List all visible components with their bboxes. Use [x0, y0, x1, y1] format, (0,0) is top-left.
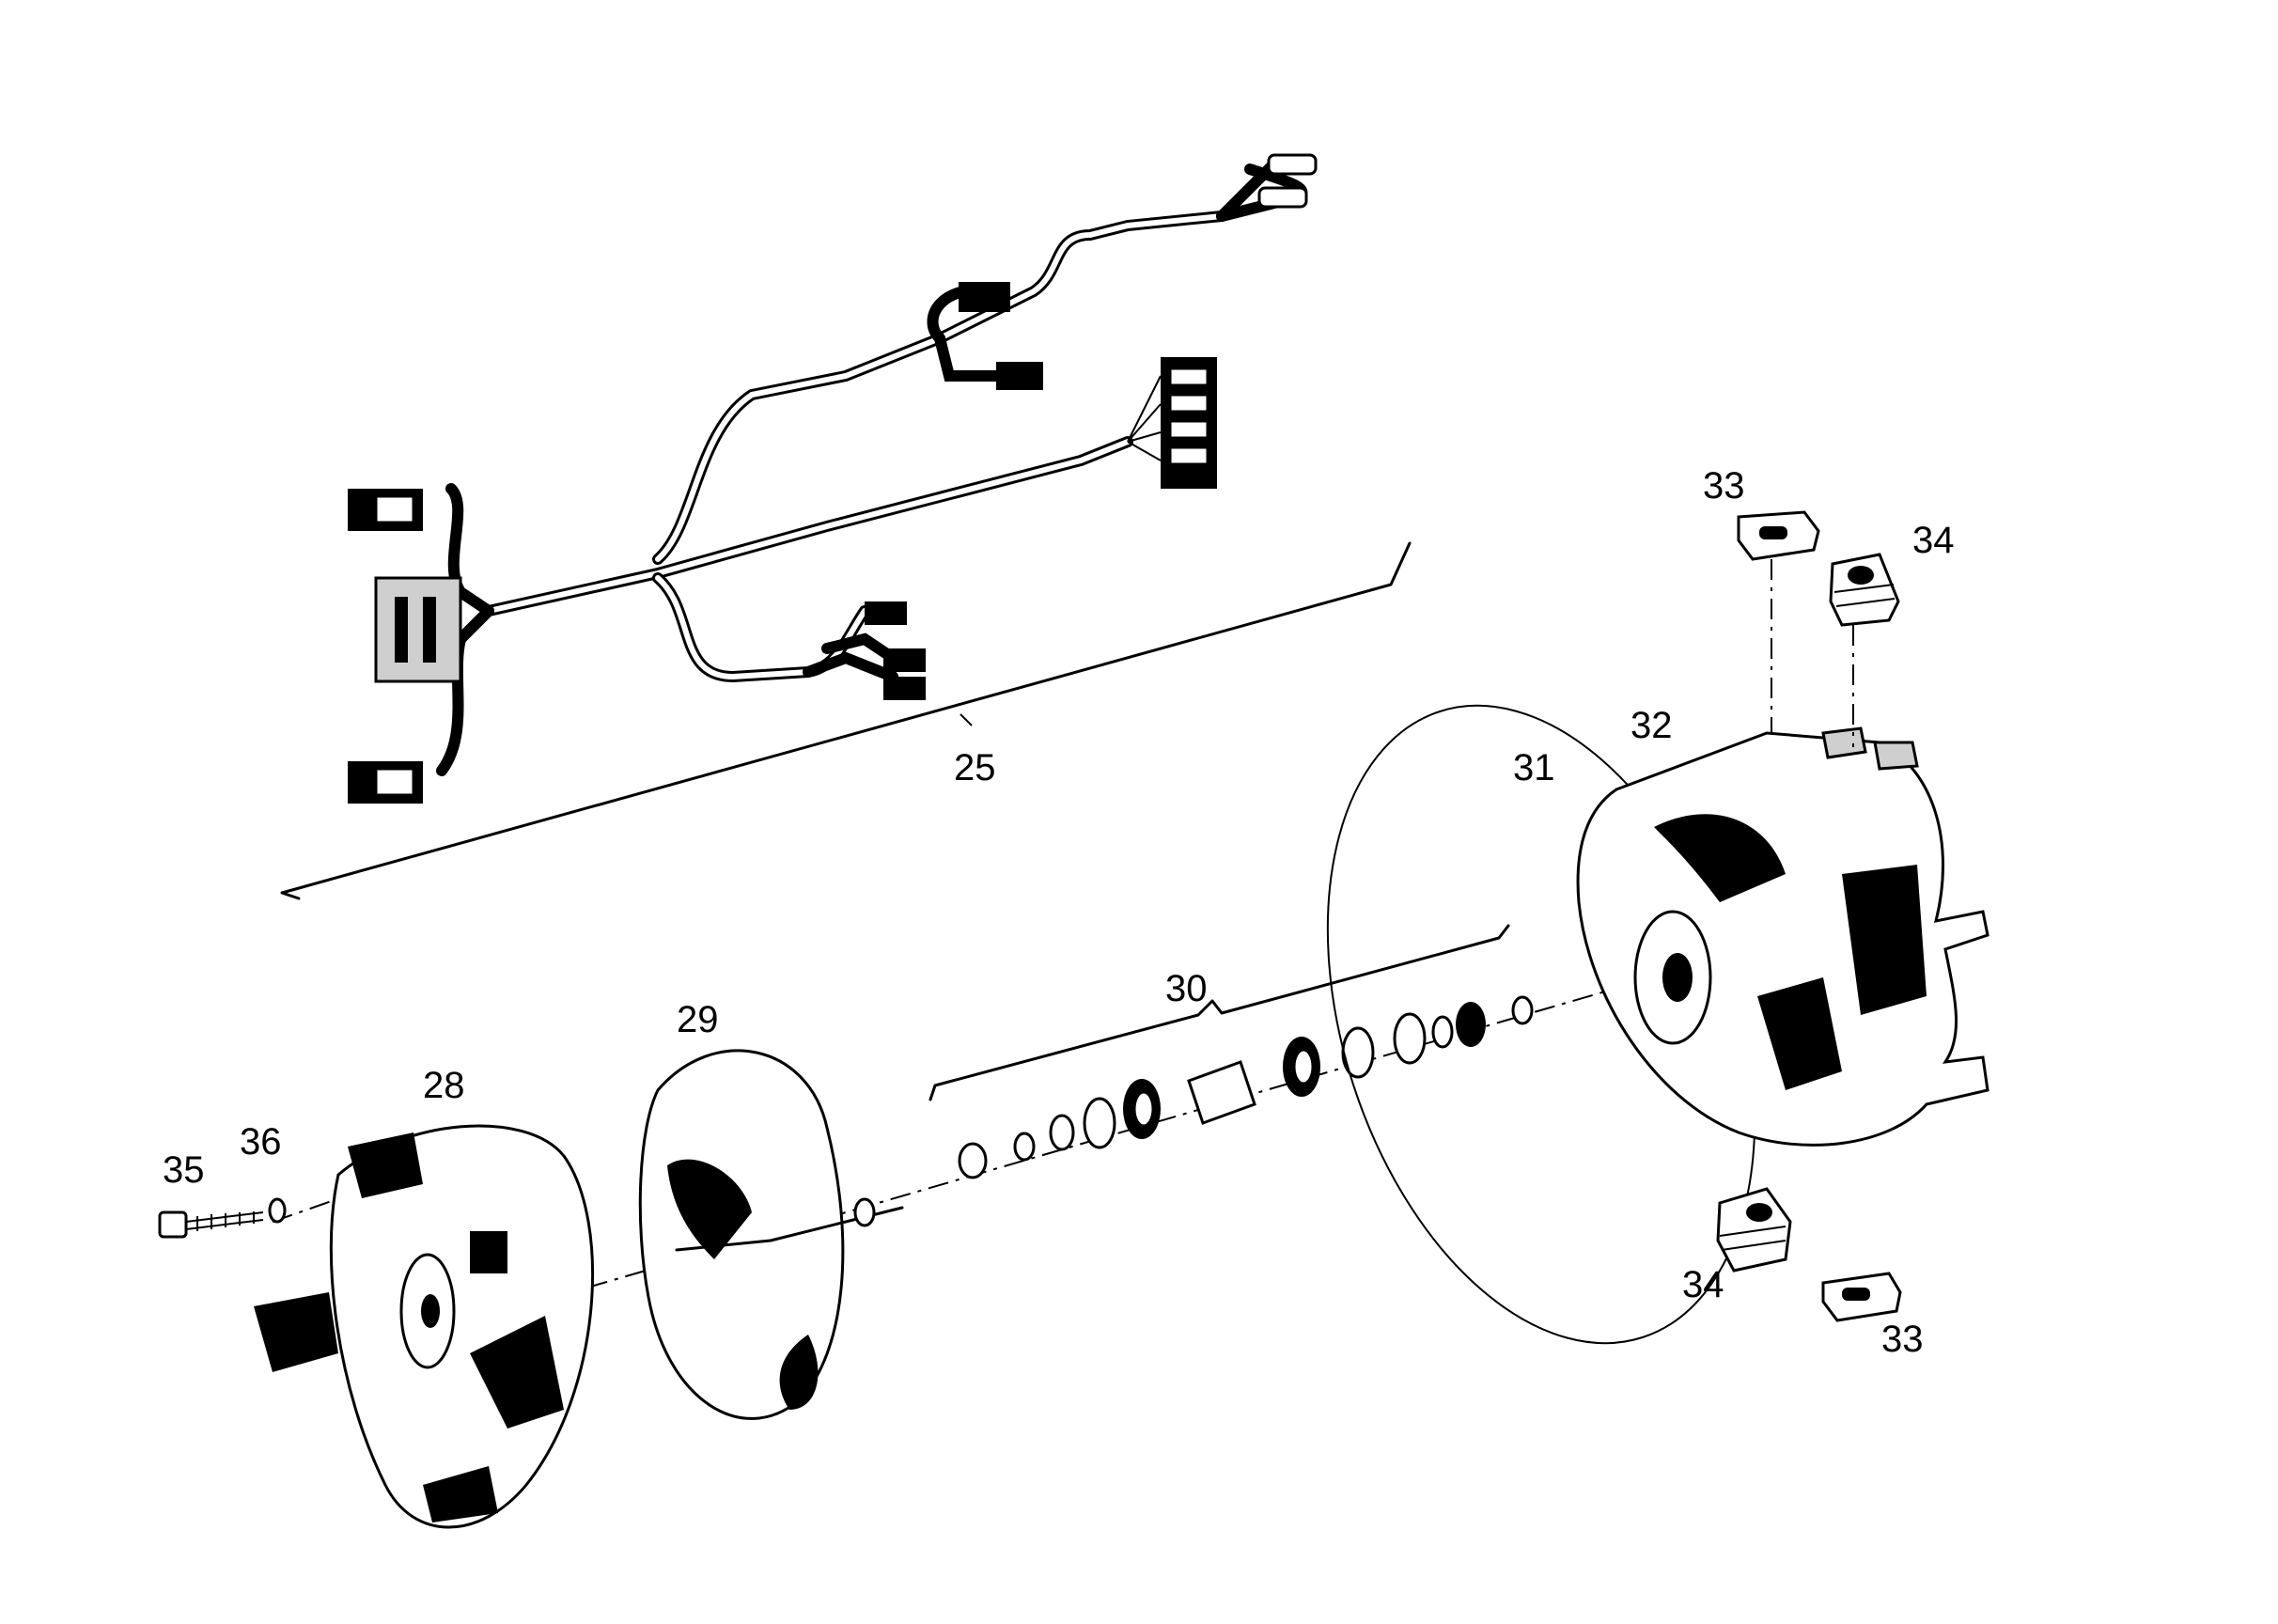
- screw-part-35: 35: [158, 1149, 264, 1239]
- harness-plug-low-1: [865, 601, 907, 625]
- harness-plug-top-2: [1257, 186, 1308, 209]
- washer-part-36: 36: [240, 1121, 287, 1224]
- callout-25: 25: [954, 747, 996, 789]
- bearing-set-bracket: [928, 924, 1510, 1101]
- callout-33-bottom: 33: [1881, 1319, 1924, 1360]
- bearing-circlip-2: [1341, 1026, 1375, 1079]
- callout-33-top: 33: [1703, 465, 1745, 507]
- callout-28: 28: [423, 1065, 465, 1106]
- grommet-part-33-top: 33: [1703, 465, 1820, 561]
- harness-plug-low-2: [883, 648, 926, 672]
- harness-plug-top-1: [1267, 153, 1318, 176]
- harness-bracket-tick: [960, 713, 973, 726]
- housing-part-32: 32: [1576, 705, 1989, 1147]
- callout-32: 32: [1630, 705, 1673, 746]
- harness-connector-upper: [959, 282, 1010, 312]
- bearing-washer-5: [1511, 995, 1534, 1025]
- bearing-washer-2: [1013, 1132, 1036, 1162]
- front-cover-part-28: 28: [254, 1065, 595, 1529]
- wiring-harness: 25: [280, 153, 1412, 900]
- harness-plug-low-3: [883, 677, 926, 700]
- bearing-circlip-1: [1083, 1097, 1116, 1149]
- fan-wheel-part-29: 29: [638, 999, 904, 1420]
- callout-31: 31: [1513, 747, 1555, 789]
- grommet-part-34-bottom: 34: [1682, 1187, 1792, 1305]
- callout-36: 36: [240, 1121, 282, 1163]
- bearing-washer-1: [958, 1142, 988, 1179]
- callout-30: 30: [1165, 968, 1208, 1009]
- bearing-set-part-30: 30: [928, 924, 1534, 1179]
- callout-34-top: 34: [1912, 520, 1955, 561]
- bearing-3: [1456, 1002, 1486, 1047]
- bearing-washer-3: [1049, 1114, 1075, 1151]
- grommet-part-33-bottom: 33: [1821, 1272, 1924, 1360]
- callout-29: 29: [677, 999, 719, 1040]
- harness-terminal-block: [374, 576, 462, 683]
- screw-axis-line: [272, 1195, 349, 1223]
- grommet-part-34-top: 34: [1829, 520, 1955, 627]
- bearing-spacer: [1187, 1060, 1256, 1125]
- bearing-washer-4: [1431, 1015, 1454, 1049]
- harness-bracket: [280, 541, 1412, 900]
- bearing-circlip-3: [1393, 1012, 1427, 1065]
- callout-35: 35: [163, 1149, 205, 1191]
- harness-connector-mid: [996, 362, 1043, 390]
- callout-34-bottom: 34: [1682, 1264, 1724, 1305]
